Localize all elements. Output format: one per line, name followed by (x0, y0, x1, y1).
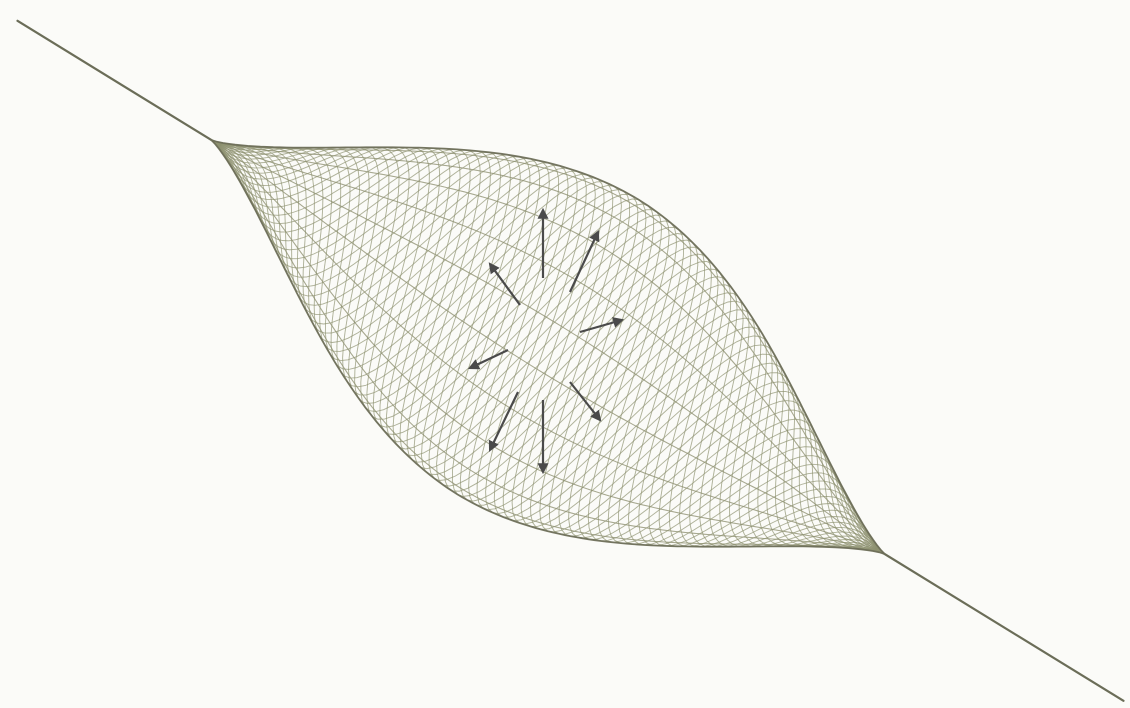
guidewire-right (876, 549, 1124, 701)
guidewire-left (17, 21, 220, 146)
stent-mesh (212, 140, 885, 554)
outward-arrow-icon (580, 320, 622, 332)
